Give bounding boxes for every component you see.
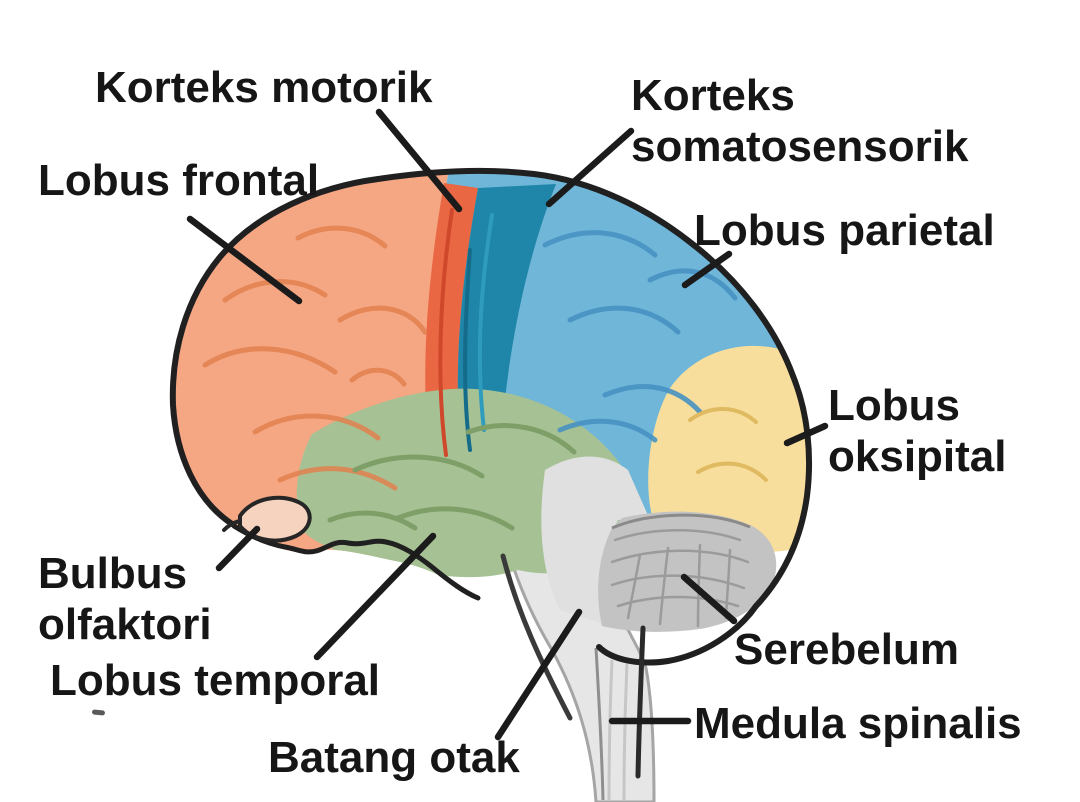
somatosensory-sulci: [463, 213, 494, 452]
label-motor-cortex: Korteks motorik: [95, 63, 433, 112]
leader-somatosensory-cortex: [545, 127, 635, 208]
cerebellum-shape: [598, 511, 777, 632]
leader-temporal-lobe: [313, 532, 437, 661]
leader-motor-cortex: [375, 108, 463, 213]
cerebellum-folds: [610, 529, 750, 628]
label-temporal-lobe: Lobus temporal: [50, 656, 381, 705]
label-olfactory-bulb: Bulbus olfaktori: [38, 549, 212, 649]
motor-cortex-sulcus: [438, 208, 454, 457]
leader-olfactory-bulb: [215, 525, 261, 572]
leader-frontal-lobe: [186, 215, 303, 305]
label-parietal-lobe: Lobus parietal: [694, 206, 995, 255]
frontal-sulci: [202, 225, 428, 491]
leader-lines: [186, 108, 829, 741]
label-frontal-lobe: Lobus frontal: [38, 156, 320, 205]
leader-parietal-lobe: [681, 250, 733, 289]
leader-cerebellum: [680, 573, 738, 625]
label-spinal-cord: Medula spinalis: [694, 699, 1022, 748]
brain-outline: [169, 167, 813, 779]
label-cerebellum: Serebelum: [734, 625, 959, 674]
occipital-sulci: [688, 406, 768, 482]
label-brain-stem: Batang otak: [268, 733, 520, 782]
label-somatosensory-cortex: Korteks somatosensorik: [631, 71, 969, 171]
cerebellum-top-boundary: [611, 513, 751, 530]
label-occipital-lobe: Lobus oksipital: [828, 381, 1007, 481]
brain-stem-upper-shape: [541, 456, 650, 624]
leader-occipital-lobe: [783, 422, 829, 447]
leader-brain-stem: [494, 608, 583, 741]
temporal-sulci: [327, 423, 577, 531]
